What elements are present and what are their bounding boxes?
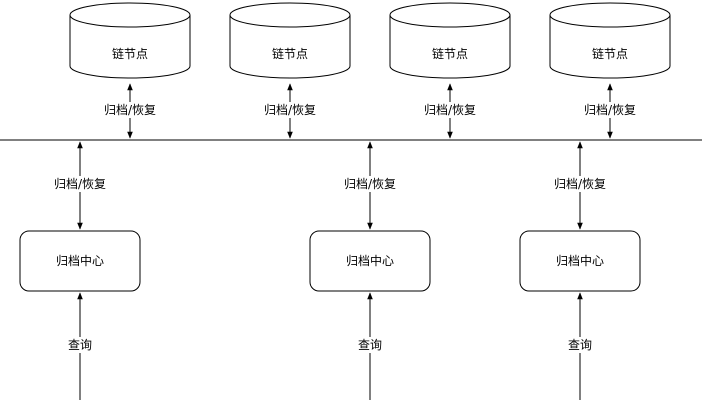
chain-node-label: 链节点 [112,46,148,61]
archive-center-box [519,230,641,292]
archive-center-box [19,230,141,292]
archive-center-label: 归档中心 [556,253,604,268]
archive-center-label: 归档中心 [346,253,394,268]
cylinder-top [549,2,671,28]
cylinder-body [229,15,351,79]
link-label-bg [422,102,478,118]
archive-center-1: 归档中心 [19,230,141,292]
chain-link-label-3: 归档/恢复 [424,103,476,117]
link-label-bg [354,337,386,353]
cylinder-body [549,15,671,79]
center-link-label-3: 归档/恢复 [554,177,606,191]
chain-node-2: 链节点 [229,2,351,79]
link-label-bg [102,102,158,118]
chain-node-3: 链节点 [389,2,511,79]
center-link-label-2: 归档/恢复 [344,177,396,191]
cylinder-top [389,2,511,28]
chain-node-1: 链节点 [69,2,191,79]
center-link-label-1: 归档/恢复 [54,177,106,191]
cylinder-body [69,15,191,79]
link-label-bg [52,176,108,192]
query-label-2: 查询 [358,338,382,352]
archive-center-label: 归档中心 [56,253,104,268]
chain-node-label: 链节点 [272,46,308,61]
query-label-1: 查询 [68,338,92,352]
link-label-bg [552,176,608,192]
cylinder-top [69,2,191,28]
archive-center-3: 归档中心 [519,230,641,292]
query-label-3: 查询 [568,338,592,352]
chain-node-label: 链节点 [592,46,628,61]
archive-center-box [309,230,431,292]
link-label-bg [582,102,638,118]
chain-node-label: 链节点 [432,46,468,61]
link-label-bg [262,102,318,118]
chain-node-4: 链节点 [549,2,671,79]
link-label-bg [342,176,398,192]
cylinder-body [389,15,511,79]
link-label-bg [64,337,96,353]
chain-link-label-2: 归档/恢复 [264,103,316,117]
link-label-bg [564,337,596,353]
cylinder-top [229,2,351,28]
archive-center-2: 归档中心 [309,230,431,292]
chain-link-label-1: 归档/恢复 [104,103,156,117]
chain-link-label-4: 归档/恢复 [584,103,636,117]
